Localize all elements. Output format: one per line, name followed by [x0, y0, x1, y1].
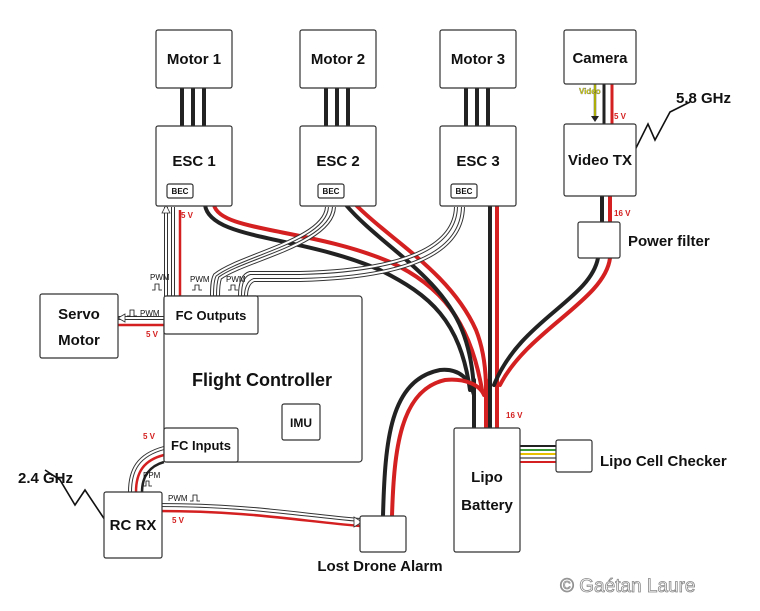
freq-58-label: 5.8 GHz: [676, 90, 731, 107]
rx-alarm-wires: [157, 503, 363, 528]
vtx-voltage-label: 16 V: [614, 209, 631, 218]
lipo-cell-checker-label: Lipo Cell Checker: [600, 453, 727, 470]
motor-2-label: Motor 2: [311, 51, 365, 68]
camera: Camera: [563, 29, 637, 85]
motor-3-label: Motor 3: [451, 51, 505, 68]
lipo-battery: Lipo Battery: [453, 427, 521, 553]
flight-controller-label: Flight Controller: [192, 370, 332, 390]
servo-voltage-label: 5 V: [146, 330, 159, 339]
esc-bec-voltage-label: 5 V: [181, 211, 194, 220]
pwm-label-3: PWM: [226, 275, 246, 284]
camera-voltage-label: 5 V: [614, 112, 627, 121]
imu-label: IMU: [290, 416, 312, 430]
esc-2: ESC 2 BEC: [299, 125, 377, 207]
motor-2: Motor 2: [299, 29, 377, 89]
video-tx-label: Video TX: [568, 152, 632, 169]
power-filter-wire-red: [498, 256, 612, 387]
fc-outputs-label: FC Outputs: [176, 308, 247, 323]
esc-1-label: ESC 1: [172, 153, 215, 170]
balance-wires: [520, 445, 556, 463]
rx-voltage-label: 5 V: [143, 432, 156, 441]
fc-inputs-label: FC Inputs: [171, 438, 231, 453]
freq-24-label: 2.4 GHz: [18, 470, 73, 487]
esc-2-bec: BEC: [323, 187, 340, 196]
motor-1-label: Motor 1: [167, 51, 221, 68]
power-filter-label: Power filter: [628, 233, 710, 250]
esc-1: ESC 1 BEC: [155, 125, 233, 207]
camera-label: Camera: [572, 50, 628, 67]
antenna-24: [44, 469, 106, 521]
motor-3: Motor 3: [439, 29, 517, 89]
rx-pwm-label: PWM: [168, 494, 188, 503]
esc-3-label: ESC 3: [456, 153, 499, 170]
esc-power-wires: [203, 203, 499, 432]
lipo-label-2: Battery: [461, 497, 513, 514]
lipo-label-1: Lipo: [471, 469, 503, 486]
rc-rx: RC RX: [103, 491, 163, 559]
video-tx: Video TX: [563, 123, 637, 197]
esc-2-label: ESC 2: [316, 153, 359, 170]
servo-label-2: Motor: [58, 332, 100, 349]
antenna-58: [634, 101, 691, 151]
power-filter: [577, 221, 621, 259]
pwm-label-2: PWM: [190, 275, 210, 284]
pwm-label-1: PWM: [150, 273, 170, 282]
motor-1: Motor 1: [155, 29, 233, 89]
servo-motor: Servo Motor: [39, 293, 119, 359]
esc-3: ESC 3 BEC: [439, 125, 517, 207]
battery-voltage-label: 16 V: [506, 411, 523, 420]
esc-1-bec: BEC: [172, 187, 189, 196]
rc-rx-label: RC RX: [110, 517, 157, 534]
lost-drone-alarm: [359, 515, 407, 553]
flight-controller: Flight Controller FC Outputs IMU FC Inpu…: [163, 295, 363, 463]
lipo-cell-checker: [555, 439, 593, 473]
servo-pwm-label: PWM: [140, 309, 160, 318]
esc-signal-wires: [161, 204, 465, 297]
rx-fc-wires: [128, 446, 165, 493]
servo-signal-wires: [117, 313, 164, 327]
esc-3-bec: BEC: [456, 187, 473, 196]
motor-esc-wires: [180, 88, 490, 126]
ppm-label: PPM: [143, 471, 161, 480]
copyright-watermark: © Gaétan Laure: [560, 576, 695, 597]
rx-alarm-voltage-label: 5 V: [172, 516, 185, 525]
video-signal-label: Video: [579, 87, 601, 96]
lost-drone-alarm-label: Lost Drone Alarm: [317, 558, 442, 575]
power-filter-wire: [492, 256, 600, 387]
servo-label-1: Servo: [58, 306, 100, 323]
